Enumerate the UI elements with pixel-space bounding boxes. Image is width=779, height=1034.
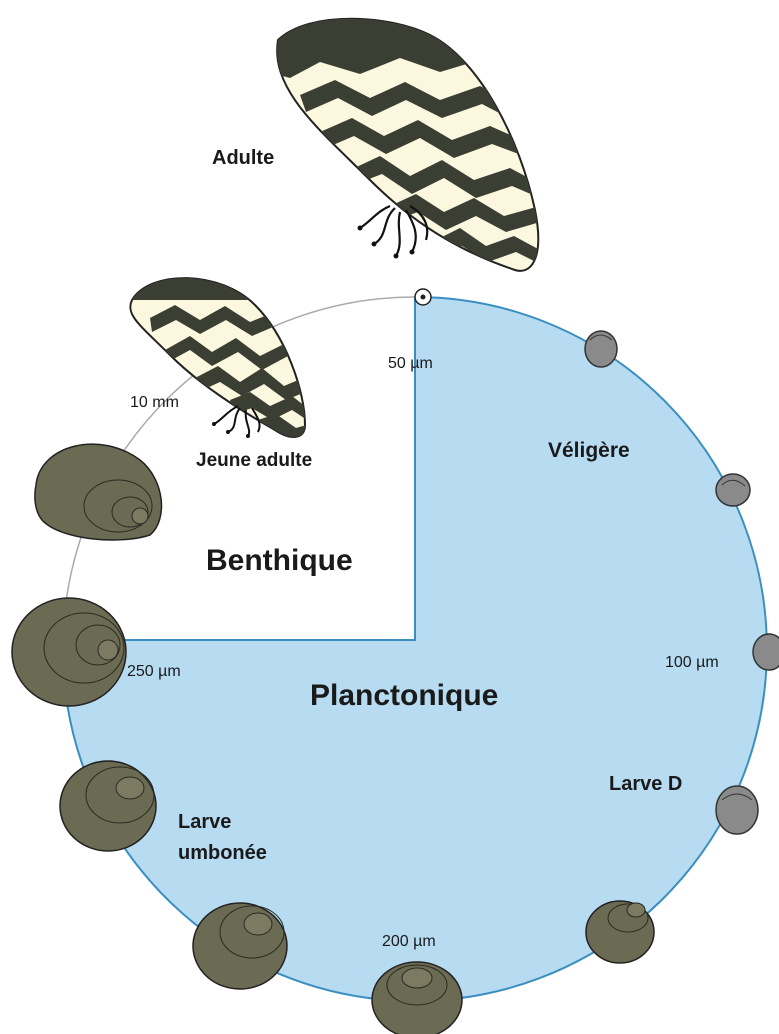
label-benthique: Benthique bbox=[206, 544, 353, 577]
umbo-larva-shell-icon bbox=[193, 903, 287, 989]
label-planctonique: Planctonique bbox=[310, 679, 498, 712]
veliger-shell-icon bbox=[716, 474, 750, 506]
umbo-larva-shell-icon bbox=[372, 962, 462, 1034]
scale-50um: 50 µm bbox=[388, 355, 433, 372]
label-jeune-adulte: Jeune adulte bbox=[196, 450, 312, 471]
veliger-shell-icon bbox=[753, 634, 779, 670]
label-larve-umbonee-line2: umbonée bbox=[178, 842, 267, 864]
label-larve-umbonee-line1: Larve bbox=[178, 811, 231, 833]
veliger-shell-icon bbox=[585, 331, 617, 367]
adult-mussel-icon bbox=[260, 0, 540, 271]
umbo-larva-shell-icon bbox=[60, 761, 156, 851]
scale-100um: 100 µm bbox=[665, 654, 719, 671]
umbo-larva-shell-icon bbox=[586, 901, 654, 963]
d-larva-shell-icon bbox=[716, 786, 758, 834]
label-larve-d: Larve D bbox=[609, 773, 682, 795]
scale-10mm: 10 mm bbox=[130, 394, 179, 411]
label-adulte: Adulte bbox=[212, 147, 274, 169]
pediveliger-shell-icon bbox=[12, 598, 126, 706]
scale-200um: 200 µm bbox=[382, 933, 436, 950]
label-veligere: Véligère bbox=[548, 439, 630, 462]
egg-marker-icon bbox=[415, 289, 431, 305]
young-adult-mussel-icon bbox=[120, 260, 310, 440]
juvenile-shell-icon bbox=[35, 444, 162, 540]
scale-250um: 250 µm bbox=[127, 663, 181, 680]
